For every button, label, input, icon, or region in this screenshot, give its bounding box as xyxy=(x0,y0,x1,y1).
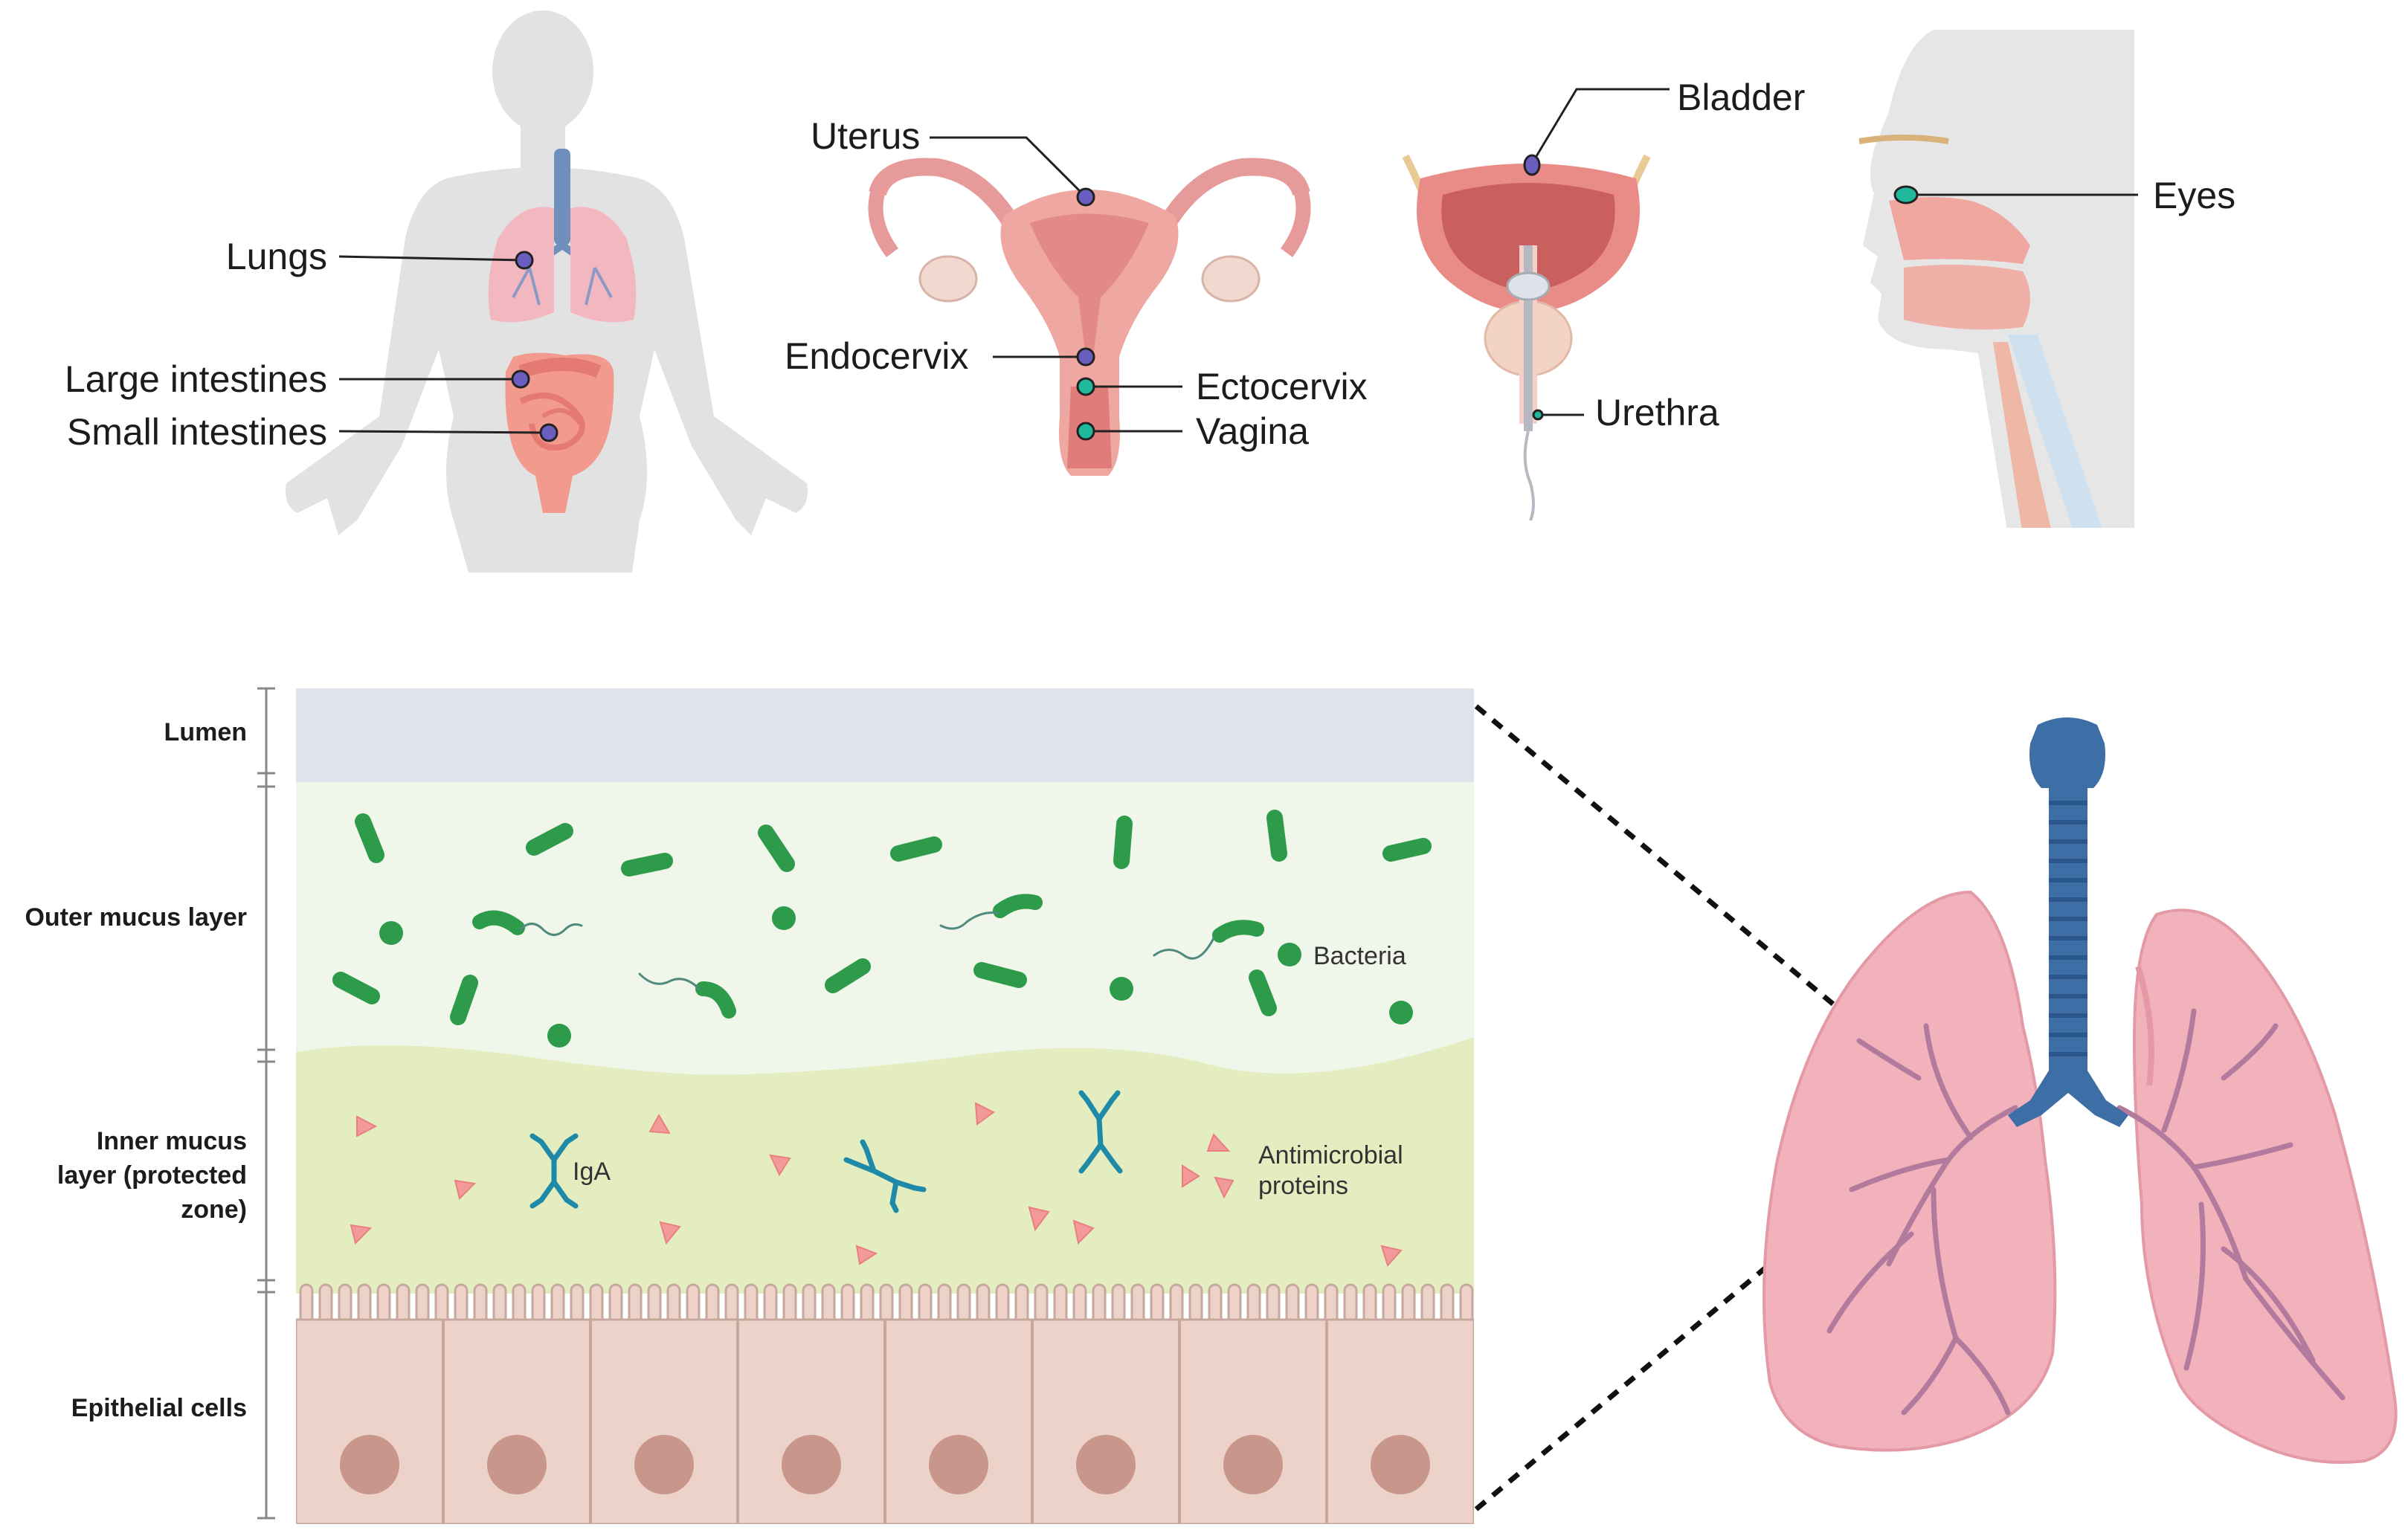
label-antimicrobial-line2: proteins xyxy=(1258,1172,1348,1200)
bronchial-tree xyxy=(1826,1008,2346,1416)
label-endocervix: Endocervix xyxy=(785,335,968,377)
iga-1 xyxy=(529,1133,579,1209)
inner-mucus-band xyxy=(296,1037,1474,1294)
iga-2 xyxy=(843,1139,927,1213)
head-illustration xyxy=(1858,30,2134,528)
organ-dots xyxy=(511,154,1919,442)
layer-labels: Lumen Outer mucus layer Inner mucus laye… xyxy=(25,718,247,1422)
bacteria xyxy=(332,810,1432,1048)
urethra-dot xyxy=(1532,409,1544,421)
right-lung xyxy=(2132,908,2398,1464)
label-bacteria: Bacteria xyxy=(1313,942,1406,970)
trachea xyxy=(2008,717,2128,1127)
eyes-dot xyxy=(1893,185,1919,204)
epithelial-nuclei xyxy=(340,1435,1430,1494)
label-urethra: Urethra xyxy=(1595,392,1719,433)
antimicrobial-proteins xyxy=(350,1102,1403,1267)
label-eyes: Eyes xyxy=(2153,175,2235,216)
small-lungs xyxy=(488,207,637,323)
lungs-dot xyxy=(515,251,534,270)
large-intestines-dot xyxy=(511,369,530,389)
label-large-intestines: Large intestines xyxy=(65,358,327,400)
label-inner-mucus-line1: Inner mucus xyxy=(97,1127,247,1155)
iga-3 xyxy=(1078,1090,1123,1174)
vagina-dot xyxy=(1076,422,1095,441)
ectocervix-dot xyxy=(1076,377,1095,396)
label-vagina: Vagina xyxy=(1196,410,1309,452)
label-uterus: Uterus xyxy=(811,115,920,157)
label-bladder: Bladder xyxy=(1677,77,1805,118)
organ-labels: Lungs Large intestines Small intestines … xyxy=(65,77,2235,453)
label-small-intestines: Small intestines xyxy=(67,411,327,453)
label-iga: IgA xyxy=(573,1158,611,1186)
label-lungs: Lungs xyxy=(226,236,327,277)
endocervix-dot xyxy=(1076,347,1095,367)
label-ectocervix: Ectocervix xyxy=(1196,366,1368,407)
label-inner-mucus-line3: zone) xyxy=(181,1195,247,1224)
label-outer-mucus: Outer mucus layer xyxy=(25,903,247,932)
mucosa-legend: Bacteria IgA Antimicrobial proteins xyxy=(573,942,1406,1200)
epithelial-cell-borders xyxy=(442,1320,1328,1524)
large-lungs xyxy=(1762,717,2398,1464)
small-intestines-dot xyxy=(539,423,558,442)
label-antimicrobial-line1: Antimicrobial xyxy=(1258,1141,1403,1169)
bladder-illustration xyxy=(1402,154,1651,521)
label-lumen: Lumen xyxy=(164,718,247,746)
uterus-dot xyxy=(1076,187,1095,207)
label-inner-mucus-line2: layer (protected xyxy=(57,1161,247,1190)
leader-lines xyxy=(338,88,2138,434)
iga-antibodies xyxy=(529,1090,1123,1213)
bacteria-legend-dot xyxy=(1278,943,1301,966)
zoom-lines xyxy=(1474,704,1951,1511)
layer-brackets xyxy=(257,687,275,1520)
label-epithelial: Epithelial cells xyxy=(71,1394,247,1422)
lumen-band xyxy=(296,688,1474,782)
outer-mucus-band xyxy=(296,782,1474,1094)
bladder-dot xyxy=(1523,154,1541,176)
mucosa-cross-section xyxy=(296,688,1474,1524)
intestines xyxy=(505,352,614,513)
